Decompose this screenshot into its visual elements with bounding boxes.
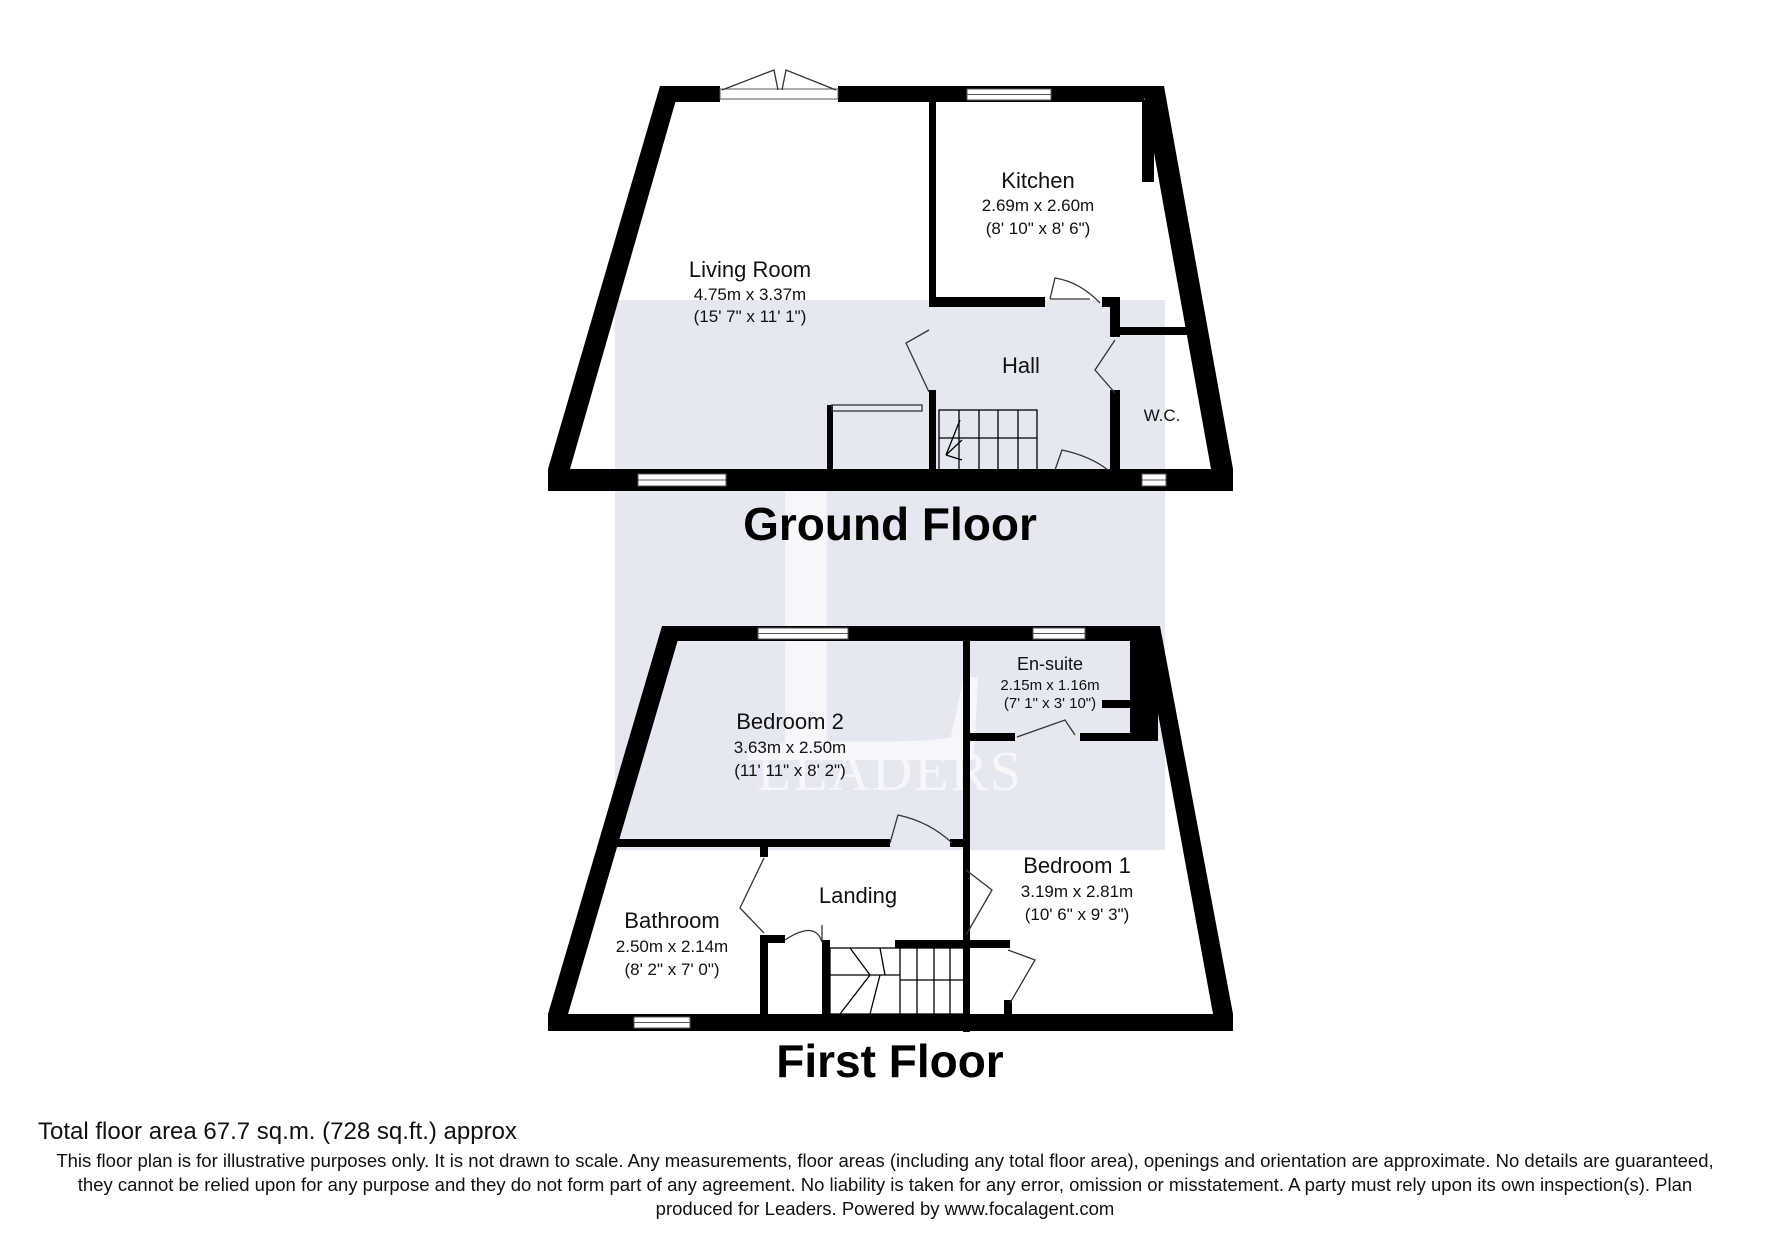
watermark-word: LEADERS xyxy=(757,741,1023,803)
door xyxy=(905,329,930,393)
window xyxy=(633,1016,691,1029)
cupboard-door xyxy=(831,404,923,412)
room-dimensions-imperial: (8' 10" x 8' 6") xyxy=(986,219,1091,238)
watermark-block xyxy=(615,300,1165,850)
wall xyxy=(610,839,890,847)
room-dimensions: 3.63m x 2.50m xyxy=(734,738,846,757)
room-dimensions: 4.75m x 3.37m xyxy=(694,285,806,304)
room-dimensions-imperial: (11' 11" x 8' 2") xyxy=(734,761,845,780)
room-dimensions-imperial: (10' 6" x 9' 3") xyxy=(1025,905,1130,924)
wall xyxy=(963,640,970,1032)
window xyxy=(1032,627,1086,640)
door xyxy=(1007,949,1036,1004)
window xyxy=(637,473,727,487)
room-name: Living Room xyxy=(689,257,811,282)
room-dimensions-imperial: (15' 7" x 11' 1") xyxy=(694,307,807,326)
wall xyxy=(765,935,785,943)
room-name: Hall xyxy=(1002,353,1040,378)
wall xyxy=(1110,390,1120,480)
room-dimensions-imperial: (7' 1" x 3' 10") xyxy=(1004,695,1096,712)
wall xyxy=(1110,327,1190,335)
wall xyxy=(1102,700,1132,708)
door xyxy=(889,814,953,844)
door xyxy=(1054,449,1109,471)
door xyxy=(1094,339,1116,394)
wall xyxy=(1080,733,1158,741)
wall xyxy=(548,1014,1233,1031)
room-dimensions: 2.50m x 2.14m xyxy=(616,937,728,956)
floor-title: First Floor xyxy=(776,1035,1004,1087)
wall xyxy=(895,940,1010,948)
door xyxy=(1049,277,1101,304)
floor-title: Ground Floor xyxy=(743,498,1037,550)
wall xyxy=(929,100,936,300)
door xyxy=(965,869,993,936)
wall xyxy=(1110,297,1120,337)
wall xyxy=(929,390,936,470)
wall xyxy=(1142,626,1233,1014)
wall xyxy=(1142,100,1154,182)
room-name: Bedroom 2 xyxy=(736,709,844,734)
staircase xyxy=(938,409,1038,471)
room-name: Landing xyxy=(819,883,897,908)
door xyxy=(1016,719,1076,738)
wall xyxy=(1004,1000,1012,1020)
wall xyxy=(963,733,1015,741)
disclaimer: This floor plan is for illustrative purp… xyxy=(56,1150,1714,1219)
window xyxy=(1141,473,1167,487)
window xyxy=(966,88,1052,101)
room-name: Kitchen xyxy=(1001,168,1074,193)
wall xyxy=(660,86,720,102)
total-floor-area: Total floor area 67.7 sq.m. (728 sq.ft.)… xyxy=(38,1118,517,1145)
wall xyxy=(950,839,970,847)
room-name: W.C. xyxy=(1144,406,1181,425)
door xyxy=(784,925,823,943)
room-dimensions: 2.15m x 1.16m xyxy=(1000,677,1099,694)
room-name: En-suite xyxy=(1017,654,1083,674)
room-dimensions: 2.69m x 2.60m xyxy=(982,196,1094,215)
first-floor: Bedroom 2 3.63m x 2.50m (11' 11" x 8' 2"… xyxy=(548,626,1233,1087)
wall xyxy=(827,405,833,471)
wall xyxy=(548,626,682,1014)
window xyxy=(757,627,849,640)
wall xyxy=(929,297,1045,307)
wall xyxy=(1142,86,1233,469)
room-name: Bathroom xyxy=(624,908,719,933)
ground-floor: Living Room 4.75m x 3.37m (15' 7" x 11' … xyxy=(548,69,1233,550)
room-dimensions: 3.19m x 2.81m xyxy=(1021,882,1133,901)
wall xyxy=(760,839,768,857)
wall xyxy=(822,940,830,1031)
room-dimensions-imperial: (8' 2" x 7' 0") xyxy=(624,960,719,979)
door xyxy=(739,857,765,934)
wall xyxy=(1130,640,1158,735)
french-door xyxy=(719,69,839,100)
watermark: L LEADERS xyxy=(615,300,1165,856)
room-name: Bedroom 1 xyxy=(1023,853,1131,878)
wall xyxy=(760,935,768,1031)
staircase xyxy=(829,947,966,1015)
wall xyxy=(548,86,680,469)
